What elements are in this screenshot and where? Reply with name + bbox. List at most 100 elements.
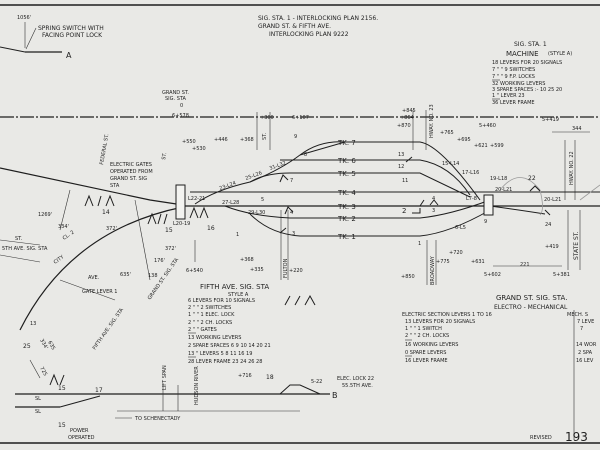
- station-label: 5+460: [479, 123, 496, 129]
- switch-label: 17-L16: [462, 170, 479, 176]
- diagram-label: 176': [154, 258, 165, 264]
- track-label: TK. 6: [337, 157, 356, 165]
- diagram-label: 3: [432, 208, 435, 214]
- switch-label: 6-L5: [455, 225, 466, 231]
- station-label: +870: [397, 123, 411, 129]
- street-label: FULTON: [283, 258, 289, 278]
- diagram-label: 17: [95, 387, 103, 394]
- diagram-label: TO SCHENECTADY: [134, 416, 181, 422]
- street-label: BROADWAY: [430, 255, 436, 285]
- station-label: +220: [289, 268, 303, 274]
- track-label: TK. 3: [337, 203, 356, 211]
- station-label: 1056': [17, 15, 31, 21]
- diagram-label: 16: [207, 225, 215, 232]
- street-label: HWAY. NO. 22: [569, 151, 575, 185]
- table-row: 1 " LEVER 23: [492, 93, 525, 99]
- diagram-label: 16 LEVER FRAME: [405, 358, 448, 364]
- note-text: FACING POINT LOCK: [42, 32, 103, 39]
- label-text: 6+578: [172, 113, 189, 119]
- diagram-label: 14: [102, 209, 110, 216]
- diagram-label: OPERATED: [68, 435, 95, 441]
- diagram-label: 334': [58, 224, 69, 230]
- diagram-label: 7: [290, 178, 293, 184]
- switch-label: L22-21: [188, 196, 205, 202]
- diagram-label: 18: [266, 374, 274, 381]
- street-label: 5TH AVE. SIG. STA: [2, 246, 48, 252]
- station-label: 5+381: [553, 272, 570, 278]
- switch-label: 23-L24: [219, 180, 237, 192]
- diagram-label: 1269': [38, 212, 52, 218]
- diagram-label: 13: [398, 152, 404, 158]
- diagram-label: +716: [238, 373, 252, 379]
- switch-label: 29-L30: [248, 210, 265, 216]
- diagram-label: 725: [38, 366, 48, 377]
- diagram-label: 138: [148, 273, 158, 279]
- diagram-label: 13 LEVERS FOR 20 SIGNALS: [405, 319, 475, 325]
- station-label: +446: [214, 137, 228, 143]
- diagram-label: 5-22: [311, 379, 322, 385]
- diagram-label: 1 " " 1 SWITCH: [405, 326, 442, 332]
- station-label: +775: [436, 259, 450, 265]
- label-text: GRAND ST.: [162, 90, 189, 96]
- station-label: +621: [474, 143, 488, 149]
- diagram-label: 24: [545, 222, 551, 228]
- grand-st-label: GRAND ST. SIG. STA 0 6+578: [162, 90, 189, 119]
- station-label: 6+107: [292, 115, 309, 121]
- station-label: +631: [471, 259, 485, 265]
- diagram-label: 8: [304, 152, 307, 158]
- table-heading: (STYLE A): [548, 51, 572, 57]
- diagram-label: 16 WORKING LEVERS: [405, 342, 458, 348]
- diagram-label: 9: [294, 134, 297, 140]
- title-line: SIG. STA. 1 - INTERLOCKING PLAN 2156.: [258, 15, 378, 22]
- station-label: +335: [250, 267, 264, 273]
- street-label: ST.: [262, 132, 268, 140]
- street-lines: [256, 110, 581, 285]
- diagram-label: SL: [35, 396, 41, 402]
- diagram-label: 1: [418, 241, 421, 247]
- track-label: TK. 7: [337, 139, 356, 147]
- diagram-label: 1: [236, 232, 239, 238]
- diagram-label: 635: [46, 340, 56, 351]
- diagram-label: 0 SPARE LEVERS: [405, 350, 446, 356]
- switch-label: 20-L21: [544, 197, 561, 203]
- table-row: 3 SPARE SPACES :- 10 25 20: [492, 87, 562, 93]
- diagram-label: 16 LEV: [576, 358, 594, 364]
- diagram-label: 7 LEVE: [577, 319, 594, 325]
- title-line: GRAND ST. & FIFTH AVE.: [258, 23, 331, 30]
- diagram-label: ELEC. LOCK 22: [337, 376, 374, 382]
- diagram-label: SL: [35, 409, 41, 415]
- marker-a: A: [66, 51, 72, 60]
- switch-label: L7-8: [466, 196, 477, 202]
- diagram-label: HUDSON RIVER: [194, 366, 200, 405]
- stationing: +300 6+107 +845 +864 +870 HWAY. NO. 23 5…: [182, 104, 590, 280]
- sig-sta-1-table: SIG. STA. 1 MACHINE (STYLE A) 18 LEVERS …: [492, 41, 572, 106]
- diagram-label: OPERATED FROM: [110, 169, 153, 175]
- table-row: 18 LEVERS FOR 20 SIGNALS: [492, 60, 562, 66]
- diagram-label: 15: [58, 385, 66, 392]
- diagram-label: 3: [292, 231, 295, 237]
- diagram-label: 22: [528, 175, 536, 182]
- table-row: 7 " " 9 SWITCHES: [492, 67, 535, 73]
- diagram-label: ELECTRO - MECHANICAL: [494, 304, 568, 311]
- diagram-label: LIFT SPAN: [162, 365, 168, 390]
- station-label: +765: [440, 130, 454, 136]
- title-line: INTERLOCKING PLAN 9222: [269, 31, 349, 38]
- diagram-label: B: [332, 391, 338, 400]
- diagram-label: ELECTRIC GATES: [110, 162, 152, 168]
- switch-label: 20-L21: [495, 187, 512, 193]
- station-label: +300: [260, 115, 274, 121]
- diagram-label: STA: [110, 183, 120, 189]
- diagram-label: POWER: [70, 428, 89, 434]
- bottom-section: LIFT SPAN HUDSON RIVER +716 18 5-22 ELEC…: [15, 365, 588, 444]
- diagram-label: 334': [38, 338, 49, 350]
- diagram-label: GRAND ST. SIG: [110, 176, 147, 182]
- street-label: STATE ST.: [573, 231, 580, 260]
- diagram-label: 13 " LEVERS 5 8 11 16 19: [188, 351, 252, 357]
- diagram-label: 2: [402, 207, 406, 215]
- diagram-label: GATE LEVER 1: [82, 289, 117, 295]
- station-label: +864: [400, 115, 414, 121]
- diagram-label: 5: [261, 197, 264, 203]
- diagram-label: 4: [290, 210, 293, 216]
- title-block: SIG. STA. 1 - INTERLOCKING PLAN 2156. GR…: [258, 15, 378, 38]
- signal-icons: [49, 156, 551, 386]
